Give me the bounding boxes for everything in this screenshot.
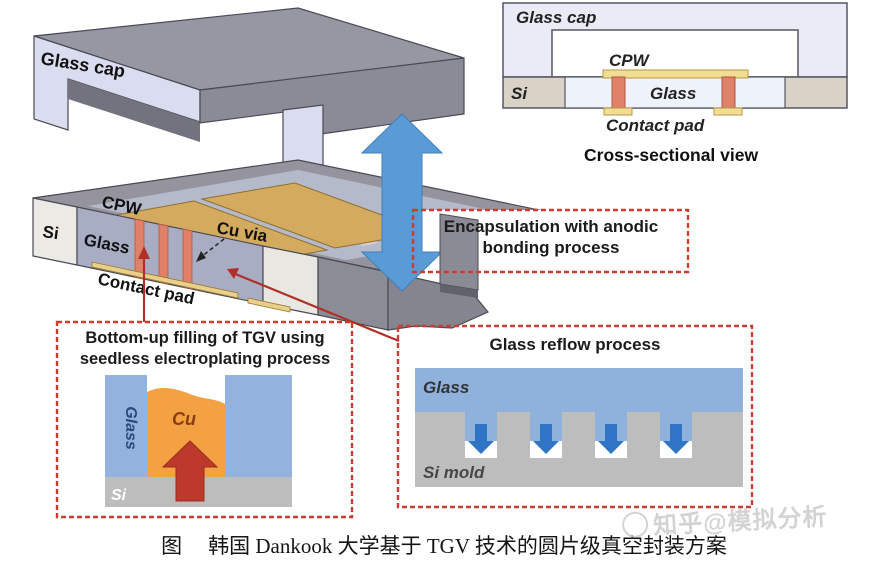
electroplating-up-arrow <box>161 440 219 502</box>
cs-via-right <box>721 76 736 109</box>
reflow-down-arrow <box>663 424 689 454</box>
red-connectors <box>138 246 400 343</box>
cu-via-pillar <box>158 223 169 285</box>
reflow-box-title: Glass reflow process <box>489 335 661 354</box>
cross-section: Glass cap CPW Si Glass Contact pad Cross… <box>502 2 848 165</box>
reflow-down-arrow <box>468 424 494 454</box>
reflow-box: Glass Si mold <box>396 324 754 509</box>
cu-via-pointer-arrowhead <box>196 251 206 262</box>
slab-corner-block-edge <box>440 284 478 298</box>
encapsulation-note: Encapsulation with anodic bonding proces… <box>443 217 659 257</box>
connector-arrowhead-tgv <box>138 246 150 259</box>
tgv-glass-left <box>105 375 147 477</box>
cs-glass-label: Glass <box>650 84 696 103</box>
tgv-cu-label: Cu <box>172 409 196 429</box>
figure-caption: 图 韩国 Dankook 大学基于 TGV 技术的圆片级真空封装方案 <box>60 530 828 560</box>
connector-arrowhead-reflow <box>227 268 239 279</box>
bonding-double-arrow <box>360 113 444 292</box>
reflow-glass-label: Glass <box>423 378 469 397</box>
watermark-logo-icon <box>621 510 649 538</box>
connector-line-reflow <box>232 271 400 343</box>
encapsulation-box-border <box>411 208 690 274</box>
cs-title: Cross-sectional view <box>584 145 758 165</box>
reflow-down-arrow <box>598 424 624 454</box>
cs-cavity <box>551 29 799 78</box>
tgv-glass-right <box>225 375 292 477</box>
cu-via-pointer-line <box>200 238 225 258</box>
cs-contact-pad-right <box>713 107 743 116</box>
cap-underside <box>68 79 200 142</box>
cu-via-pillar <box>182 228 193 290</box>
tgv-box-title: Bottom-up filling of TGV using seedless … <box>79 329 331 368</box>
tgv-box: Glass Cu Si <box>55 320 354 519</box>
reflow-si-mold <box>415 412 743 487</box>
cs-glass-cap-label: Glass cap <box>516 8 596 27</box>
reflow-down-arrow <box>533 424 559 454</box>
contact-pad-strip <box>91 261 239 299</box>
glass-cap-3d: Glass cap <box>33 7 465 177</box>
cs-cpw-label: CPW <box>609 51 651 70</box>
figure-caption-label: 图 <box>161 534 183 558</box>
tgv-glass-label: Glass <box>122 406 139 450</box>
cs-contact-pad-left <box>603 107 633 116</box>
cs-via-left <box>611 76 626 109</box>
tgv-box-border <box>55 320 354 519</box>
si-label-3d: Si <box>41 222 60 243</box>
cs-cpw-strip <box>602 69 749 79</box>
tgv-si-label: Si <box>111 487 127 504</box>
tgv-copper-fill <box>147 387 225 477</box>
cs-contact-pad-label: Contact pad <box>606 116 705 135</box>
contact-pad-strip <box>247 297 291 313</box>
cs-si-label: Si <box>511 84 528 103</box>
figure-caption-text: 韩国 Dankook 大学基于 TGV 技术的圆片级真空封装方案 <box>208 534 727 558</box>
reflow-si-mold-label: Si mold <box>423 463 485 482</box>
reflow-box-border <box>396 324 754 509</box>
